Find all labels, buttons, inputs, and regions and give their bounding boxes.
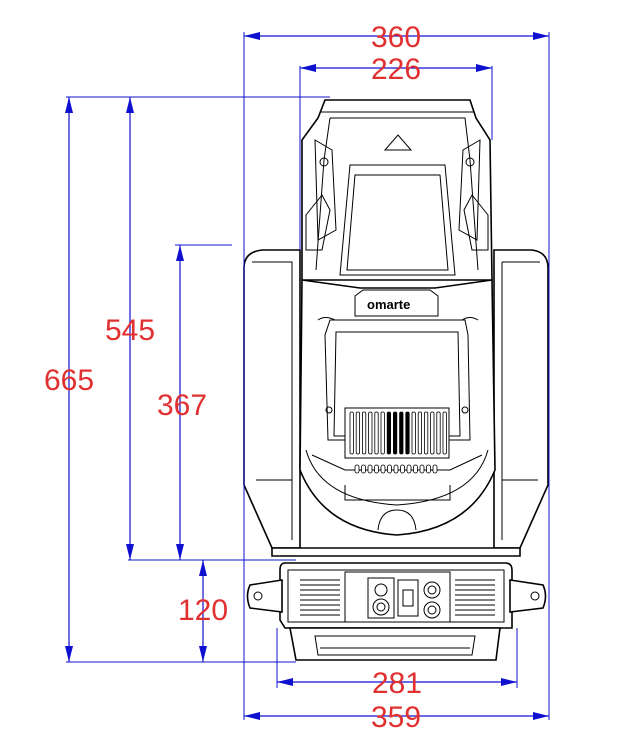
- dim-total-width: 360: [371, 21, 421, 54]
- vent-hole: [393, 464, 399, 474]
- vent-hole: [380, 464, 386, 474]
- vent-slot: [405, 411, 410, 455]
- dimension-lines: [65, 32, 550, 720]
- vent-slot: [442, 411, 447, 455]
- base-handle-left: [246, 579, 283, 613]
- base-handle-right: [509, 579, 547, 613]
- dim-head-height: 545: [105, 314, 155, 347]
- fixture-outline: omarte: [243, 99, 549, 661]
- vent-slot: [430, 411, 435, 455]
- dim-base-width: 359: [371, 701, 421, 734]
- dim-yoke-height: 367: [157, 389, 207, 422]
- vent-slot: [349, 411, 354, 455]
- vent-hole: [354, 464, 360, 474]
- dim-base-height: 120: [178, 594, 228, 627]
- vent-slot: [417, 411, 423, 455]
- logo-plate: [354, 289, 439, 317]
- dim-base-inner-width: 281: [372, 667, 422, 700]
- dim-head-width: 226: [371, 53, 421, 86]
- dim-total-height: 665: [44, 364, 94, 397]
- vent-slot: [380, 411, 385, 455]
- neck: [271, 547, 521, 557]
- vent-slot: [355, 411, 361, 455]
- vent-hole: [413, 464, 418, 474]
- vent-hole: [387, 464, 392, 474]
- vent-slot: [399, 411, 404, 455]
- vent-slot: [368, 411, 373, 455]
- yoke-arm-right: [493, 249, 549, 549]
- vent-slot: [386, 411, 392, 455]
- vent-slot: [392, 411, 398, 455]
- vent-hole: [432, 464, 438, 474]
- vent-hole: [374, 464, 379, 474]
- logo-text: omarte: [367, 297, 410, 312]
- vent-hole: [426, 464, 431, 474]
- dimension-labels: 360 226 665 545 367 120 281 359: [44, 21, 422, 734]
- vent-hole: [367, 464, 373, 474]
- vent-hole: [419, 464, 425, 474]
- vent-hole: [400, 464, 405, 474]
- vent-hole: [406, 464, 412, 474]
- vent-slot: [423, 411, 429, 455]
- vent-hole: [361, 464, 366, 474]
- vent-slot: [374, 411, 379, 455]
- vent-slot: [411, 411, 416, 455]
- vent-slot: [436, 411, 441, 455]
- head-top-panel: [339, 164, 456, 276]
- vent-slot: [361, 411, 367, 455]
